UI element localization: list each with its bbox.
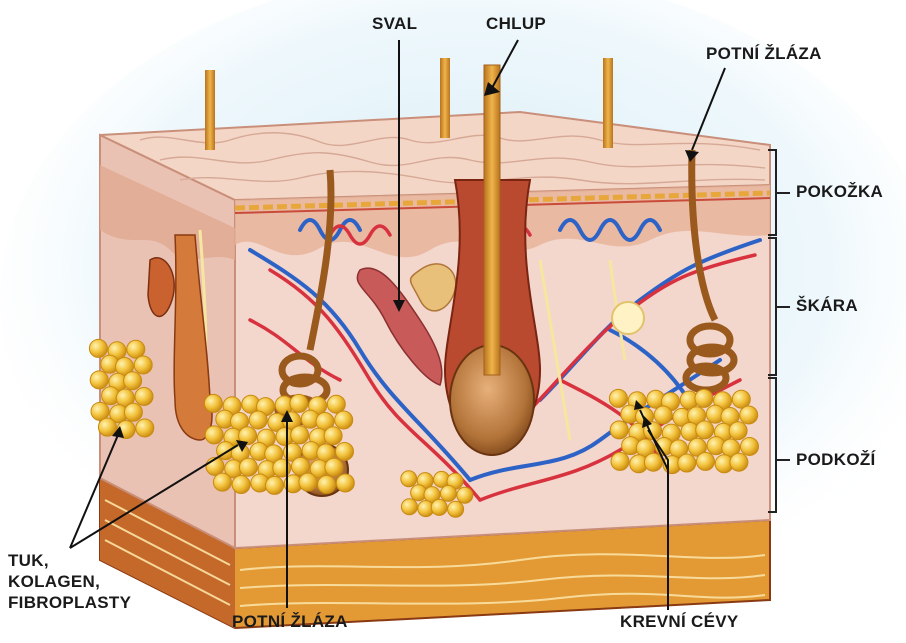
fat-cell bbox=[292, 457, 310, 475]
fat-cell bbox=[273, 459, 291, 477]
fat-cell bbox=[401, 499, 417, 515]
hair-shaft-middle bbox=[440, 58, 450, 138]
fat-cell bbox=[644, 453, 662, 471]
fat-cell bbox=[249, 411, 267, 429]
fat-cell bbox=[239, 458, 257, 476]
fat-cell bbox=[299, 473, 317, 491]
hair-shaft-right bbox=[603, 58, 613, 148]
fat-cell bbox=[336, 442, 354, 460]
fat-cell bbox=[697, 452, 715, 470]
sensory-corpuscle bbox=[612, 302, 644, 334]
fat-cell bbox=[91, 402, 109, 420]
fat-cell bbox=[335, 411, 353, 429]
fat-cell bbox=[324, 427, 342, 445]
fat-cell bbox=[741, 437, 759, 455]
fat-cell bbox=[609, 389, 627, 407]
fat-cell bbox=[431, 499, 447, 515]
hair-shaft-left bbox=[205, 70, 215, 150]
fat-cell bbox=[696, 421, 714, 439]
fat-cell bbox=[730, 453, 748, 471]
label-tuk-kolagen-fibroplasty: TUK, KOLAGEN, FIBROPLASTY bbox=[8, 550, 131, 613]
label-krevni-cevy: KREVNÍ CÉVY bbox=[620, 612, 739, 632]
fat-cell bbox=[401, 471, 417, 487]
fat-cluster-bottom bbox=[401, 471, 473, 517]
fat-cell bbox=[135, 387, 153, 405]
fat-cell bbox=[290, 394, 308, 412]
fat-cell bbox=[729, 422, 747, 440]
fat-cell bbox=[136, 419, 154, 437]
fat-cell bbox=[318, 476, 336, 494]
label-tuk-line-1: TUK, bbox=[8, 550, 131, 571]
fat-cell bbox=[213, 473, 231, 491]
label-pokozka: POKOŽKA bbox=[796, 182, 883, 202]
fat-cell bbox=[678, 454, 696, 472]
fat-cell bbox=[98, 418, 116, 436]
fat-cell bbox=[457, 487, 473, 503]
label-tuk-line-3: FIBROPLASTY bbox=[8, 592, 131, 613]
fat-cell bbox=[204, 394, 222, 412]
label-skara: ŠKÁRA bbox=[796, 296, 858, 316]
label-potni-zlaza-bottom: POTNÍ ŽLÁZA bbox=[232, 612, 348, 632]
fat-cell bbox=[732, 390, 750, 408]
fat-cell bbox=[291, 426, 309, 444]
fat-cell bbox=[610, 421, 628, 439]
fat-cell bbox=[232, 476, 250, 494]
fat-cell bbox=[440, 485, 456, 501]
fat-cell bbox=[336, 474, 354, 492]
label-chlup: CHLUP bbox=[486, 14, 546, 34]
hair-shaft-center bbox=[484, 65, 500, 375]
label-tuk-line-2: KOLAGEN, bbox=[8, 571, 131, 592]
fat-cell bbox=[448, 501, 464, 517]
fat-cell bbox=[611, 452, 629, 470]
fat-cell bbox=[740, 406, 758, 424]
label-podkozi: PODKOŽÍ bbox=[796, 450, 876, 470]
fat-cell bbox=[90, 371, 108, 389]
fat-cell bbox=[654, 406, 672, 424]
fat-cell bbox=[327, 395, 345, 413]
fat-cell bbox=[695, 389, 713, 407]
fat-cell bbox=[89, 339, 107, 357]
fat-cluster-right bbox=[609, 389, 758, 473]
fat-cell bbox=[124, 372, 142, 390]
label-sval: SVAL bbox=[372, 14, 417, 34]
fat-cell bbox=[205, 426, 223, 444]
fat-cell bbox=[124, 403, 142, 421]
fat-cell bbox=[325, 458, 343, 476]
fat-cell bbox=[134, 356, 152, 374]
fat-cell bbox=[127, 340, 145, 358]
fat-cell bbox=[266, 476, 284, 494]
label-potni-zlaza-top: POTNÍ ŽLÁZA bbox=[706, 44, 822, 64]
